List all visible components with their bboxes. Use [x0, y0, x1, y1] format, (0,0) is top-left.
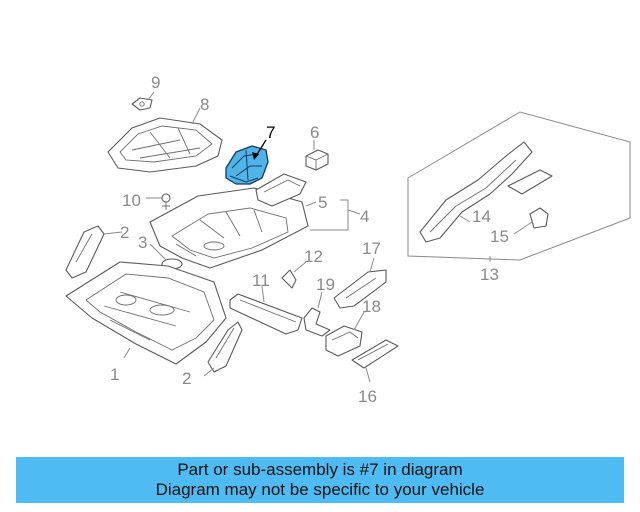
part-10-clip[interactable] — [161, 193, 171, 210]
banner-line-1: Part or sub-assembly is #7 in diagram — [177, 460, 463, 479]
callout-10: 10 — [122, 191, 141, 210]
callout-13: 13 — [480, 265, 499, 284]
part-12-clip[interactable] — [281, 269, 297, 289]
part-11-rail[interactable] — [229, 293, 303, 335]
banner-line-2: Diagram may not be specific to your vehi… — [155, 480, 485, 499]
part-14-side-member[interactable] — [419, 141, 553, 243]
part-2-upper-side-member[interactable] — [65, 225, 105, 279]
part-17-bracket[interactable] — [333, 269, 387, 309]
part-16-sill[interactable] — [351, 339, 399, 369]
part-19-bracket[interactable] — [303, 307, 331, 337]
callout-labels: 9 8 7 6 10 5 4 2 3 1 2 11 12 17 19 18 16… — [110, 73, 509, 406]
callout-14: 14 — [472, 207, 491, 226]
callout-12: 12 — [304, 247, 323, 266]
part-9-bracket[interactable] — [131, 97, 153, 111]
part-5-cross-member[interactable] — [255, 173, 307, 207]
part-1-rear-floor-pan[interactable] — [65, 261, 227, 365]
callout-3: 3 — [138, 233, 147, 252]
callout-5: 5 — [318, 193, 327, 212]
callout-7-leader — [255, 139, 267, 157]
part-2-lower-side-member[interactable] — [207, 321, 243, 373]
part-8-trunk-floor-pan[interactable] — [107, 117, 223, 173]
part-18-bracket[interactable] — [325, 325, 363, 357]
callout-11: 11 — [252, 271, 270, 290]
part-7-highlighted[interactable] — [225, 145, 269, 185]
part-6-block[interactable] — [305, 149, 329, 171]
callout-7: 7 — [266, 123, 275, 142]
callout-4: 4 — [360, 207, 369, 226]
info-banner: Part or sub-assembly is #7 in diagram Di… — [16, 457, 624, 503]
callout-16: 16 — [358, 387, 377, 406]
callout-2-lower: 2 — [182, 369, 191, 388]
callout-7-arrowhead — [252, 152, 259, 160]
callout-6: 6 — [310, 123, 319, 142]
callout-2-upper: 2 — [120, 223, 129, 242]
callout-8: 8 — [200, 95, 209, 114]
callout-19: 19 — [316, 275, 335, 294]
group-13-outline — [407, 111, 631, 261]
callout-17: 17 — [362, 239, 381, 258]
part-15-bracket[interactable] — [529, 207, 549, 229]
callout-15: 15 — [490, 227, 509, 246]
leader-lines — [103, 91, 533, 383]
callout-1: 1 — [110, 365, 119, 384]
callout-18: 18 — [362, 297, 381, 316]
callout-9: 9 — [151, 73, 160, 92]
part-4-floor-pan[interactable] — [149, 187, 309, 269]
